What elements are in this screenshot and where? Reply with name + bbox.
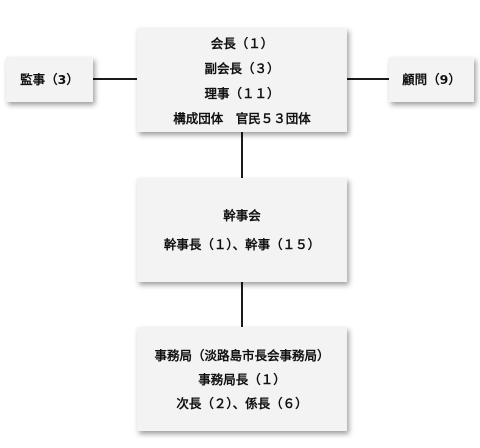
secretariat-box: 事務局（淡路島市長会事務局） 事務局長（１） 次長（２）、係長（６）	[137, 327, 347, 431]
connector-secretaries-to-office	[241, 282, 243, 327]
advisor-label: 顧問（9）	[402, 72, 461, 87]
secretariat-title: 事務局（淡路島市長会事務局）	[154, 348, 330, 363]
secretariat-staff: 次長（２）、係長（６）	[176, 396, 308, 411]
board-member-organizations: 構成団体 官民５３団体	[173, 111, 311, 126]
connector-board-to-secretaries	[241, 132, 243, 178]
connector-auditor	[93, 78, 137, 80]
connector-advisor	[347, 78, 389, 80]
board-vice-chairman: 副会長（３）	[204, 61, 280, 76]
board-directors: 理事（１１）	[204, 86, 280, 101]
secretaries-box: 幹事会 幹事長（１）、幹事（１５）	[137, 178, 347, 282]
board-chairman: 会長（１）	[210, 36, 274, 51]
advisor-box: 顧問（9）	[389, 57, 474, 102]
auditor-box: 監事（3）	[6, 57, 93, 102]
secretaries-title: 幹事会	[223, 208, 261, 223]
secretaries-members: 幹事長（１）、幹事（１５）	[163, 237, 321, 252]
board-box: 会長（１） 副会長（３） 理事（１１） 構成団体 官民５３団体	[137, 28, 347, 132]
auditor-label: 監事（3）	[20, 72, 79, 87]
secretariat-director: 事務局長（１）	[198, 372, 286, 387]
